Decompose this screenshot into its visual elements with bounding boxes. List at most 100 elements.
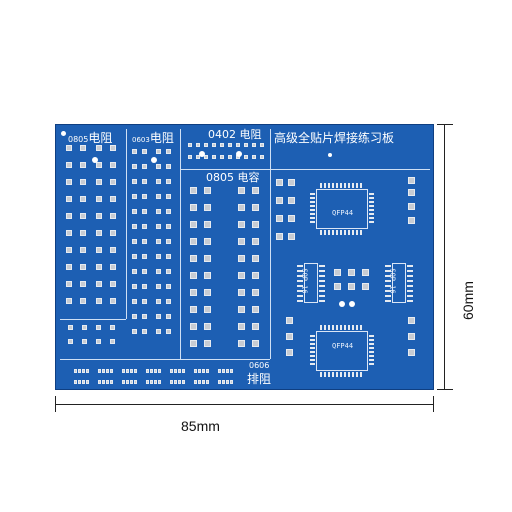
solder-pad bbox=[156, 254, 161, 259]
solder-pad bbox=[122, 380, 125, 384]
solder-pad bbox=[288, 215, 295, 222]
solder-pad bbox=[228, 143, 232, 147]
sop16-left-label: SOP-16 bbox=[300, 268, 309, 294]
solder-pad bbox=[174, 369, 177, 373]
solder-pad bbox=[142, 284, 147, 289]
solder-pad bbox=[252, 221, 259, 228]
solder-pad bbox=[334, 269, 341, 276]
solder-pad bbox=[385, 290, 391, 292]
solder-pad bbox=[344, 325, 346, 330]
label-type: 电阻 bbox=[149, 131, 174, 145]
solder-pad bbox=[126, 369, 129, 373]
solder-pad bbox=[178, 369, 181, 373]
solder-pad bbox=[222, 369, 225, 373]
solder-pad bbox=[174, 380, 177, 384]
solder-pad bbox=[310, 343, 315, 345]
solder-pad bbox=[134, 369, 137, 373]
solder-pad bbox=[252, 238, 259, 245]
solder-pad bbox=[310, 221, 315, 223]
solder-pad bbox=[202, 369, 205, 373]
solder-pad bbox=[212, 143, 216, 147]
sop16-right-footprint bbox=[392, 263, 406, 303]
solder-pad bbox=[408, 203, 415, 210]
solder-pad bbox=[110, 179, 116, 185]
solder-pad bbox=[68, 339, 73, 344]
solder-pad bbox=[132, 179, 137, 184]
solder-pad bbox=[348, 269, 355, 276]
solder-pad bbox=[130, 369, 133, 373]
solder-pad bbox=[132, 299, 137, 304]
solder-pad bbox=[130, 380, 133, 384]
solder-pad bbox=[166, 179, 171, 184]
solder-pad bbox=[340, 325, 342, 330]
section-divider bbox=[60, 319, 126, 320]
solder-pad bbox=[336, 183, 338, 188]
solder-pad bbox=[385, 280, 391, 282]
solder-pad bbox=[66, 162, 72, 168]
solder-pad bbox=[340, 183, 342, 188]
solder-pad bbox=[78, 380, 81, 384]
solder-pad bbox=[190, 340, 197, 347]
solder-pad bbox=[102, 380, 105, 384]
solder-pad bbox=[110, 145, 116, 151]
solder-pad bbox=[408, 349, 415, 356]
solder-pad bbox=[96, 145, 102, 151]
solder-pad bbox=[310, 217, 315, 219]
solder-pad bbox=[96, 281, 102, 287]
solder-pad bbox=[352, 230, 354, 235]
solder-pad bbox=[238, 289, 245, 296]
height-dimension-label: 60mm bbox=[460, 281, 476, 320]
solder-pad bbox=[244, 143, 248, 147]
solder-pad bbox=[369, 343, 374, 345]
solder-pad bbox=[202, 380, 205, 384]
solder-pad bbox=[332, 325, 334, 330]
solder-pad bbox=[190, 187, 197, 194]
width-dimension-tick-left bbox=[55, 396, 56, 412]
solder-pad bbox=[190, 323, 197, 330]
solder-pad bbox=[352, 183, 354, 188]
solder-pad bbox=[156, 329, 161, 334]
solder-pad bbox=[369, 217, 374, 219]
solder-pad bbox=[319, 275, 325, 277]
width-dimension-label: 85mm bbox=[181, 418, 220, 434]
solder-pad bbox=[86, 380, 89, 384]
solder-pad bbox=[66, 213, 72, 219]
solder-pad bbox=[369, 201, 374, 203]
solder-pad bbox=[319, 295, 325, 297]
solder-pad bbox=[360, 372, 362, 377]
solder-pad bbox=[98, 369, 101, 373]
solder-pad bbox=[288, 197, 295, 204]
solder-pad bbox=[356, 372, 358, 377]
solder-pad bbox=[226, 380, 229, 384]
solder-pad bbox=[319, 285, 325, 287]
solder-pad bbox=[310, 201, 315, 203]
solder-pad bbox=[385, 300, 391, 302]
solder-pad bbox=[80, 179, 86, 185]
solder-pad bbox=[385, 275, 391, 277]
solder-pad bbox=[74, 380, 77, 384]
solder-pad bbox=[408, 333, 415, 340]
solder-pad bbox=[80, 145, 86, 151]
solder-pad bbox=[206, 380, 209, 384]
solder-pad bbox=[166, 299, 171, 304]
section-divider bbox=[126, 129, 127, 319]
via-hole bbox=[349, 301, 355, 307]
solder-pad bbox=[196, 155, 200, 159]
sop16-left-footprint bbox=[304, 263, 318, 303]
solder-pad bbox=[142, 149, 147, 154]
solder-pad bbox=[212, 155, 216, 159]
solder-pad bbox=[110, 339, 115, 344]
solder-pad bbox=[407, 290, 413, 292]
solder-pad bbox=[332, 372, 334, 377]
qfp44-top-footprint bbox=[316, 189, 368, 229]
solder-pad bbox=[218, 380, 221, 384]
solder-pad bbox=[238, 221, 245, 228]
solder-pad bbox=[297, 275, 303, 277]
solder-pad bbox=[182, 380, 185, 384]
solder-pad bbox=[96, 298, 102, 304]
solder-pad bbox=[310, 197, 315, 199]
solder-pad bbox=[142, 254, 147, 259]
solder-pad bbox=[132, 269, 137, 274]
solder-pad bbox=[340, 230, 342, 235]
solder-pad bbox=[310, 339, 315, 341]
